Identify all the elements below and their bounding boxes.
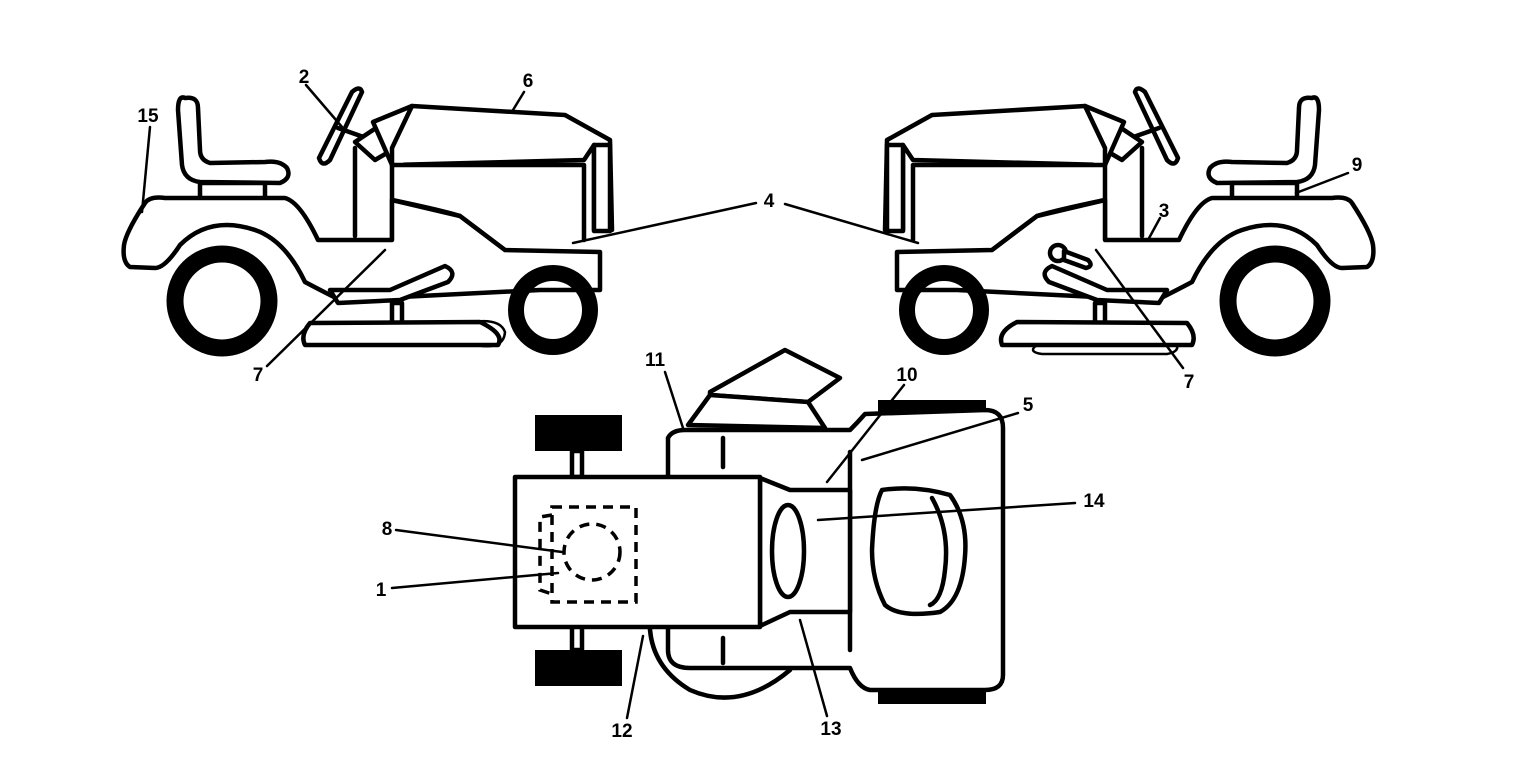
callout-14: 14 bbox=[1083, 491, 1105, 512]
callout-3: 3 bbox=[1159, 201, 1170, 222]
callout-9: 9 bbox=[1352, 155, 1363, 176]
callout-8: 8 bbox=[382, 519, 393, 540]
callout-labels: 2 6 15 4 3 9 7 7 11 10 5 14 8 1 12 13 bbox=[137, 67, 1362, 742]
rear-wheel-top-right bbox=[535, 650, 622, 686]
leader-lines bbox=[140, 83, 1350, 720]
rear-wheel-top-left bbox=[535, 415, 622, 451]
callout-13: 13 bbox=[820, 719, 841, 740]
body-left-view bbox=[121, 195, 603, 303]
callout-5: 5 bbox=[1023, 395, 1034, 416]
seat-outline-dashed bbox=[550, 505, 638, 604]
body-right-view bbox=[894, 195, 1376, 303]
steering-wheel-top bbox=[769, 502, 807, 600]
callout-7-left: 7 bbox=[253, 365, 264, 386]
hood-right-view bbox=[882, 103, 1127, 243]
callout-12: 12 bbox=[611, 721, 632, 742]
callout-10: 10 bbox=[896, 365, 917, 386]
callout-7-right: 7 bbox=[1184, 372, 1195, 393]
front-wheel-top-right bbox=[878, 692, 986, 704]
callout-11: 11 bbox=[645, 350, 666, 371]
hood-left-view bbox=[370, 103, 615, 243]
deck-right-view bbox=[998, 263, 1196, 356]
callout-15: 15 bbox=[137, 106, 159, 127]
callout-2: 2 bbox=[299, 67, 310, 88]
seat-right-view bbox=[1206, 95, 1322, 202]
rear-wheel-right-view bbox=[1219, 245, 1331, 357]
front-wheel-right-view bbox=[899, 265, 989, 355]
tractor-left-side-view bbox=[121, 86, 615, 357]
callout-1: 1 bbox=[376, 580, 387, 601]
callout-6: 6 bbox=[523, 71, 534, 92]
lift-lever-right-view bbox=[1047, 242, 1093, 271]
tractor-top-view bbox=[512, 347, 1006, 704]
headlight bbox=[869, 486, 968, 617]
front-wheel-left-view bbox=[508, 265, 598, 355]
deck-left-view bbox=[301, 263, 507, 348]
fuel-cap-dashed bbox=[562, 522, 622, 582]
steering-wheel-left-view bbox=[316, 86, 395, 239]
seat-left-view bbox=[175, 95, 291, 202]
tractor-right-side-view bbox=[882, 86, 1376, 357]
rear-wheel-left-view bbox=[166, 245, 278, 357]
callout-4: 4 bbox=[764, 191, 775, 212]
